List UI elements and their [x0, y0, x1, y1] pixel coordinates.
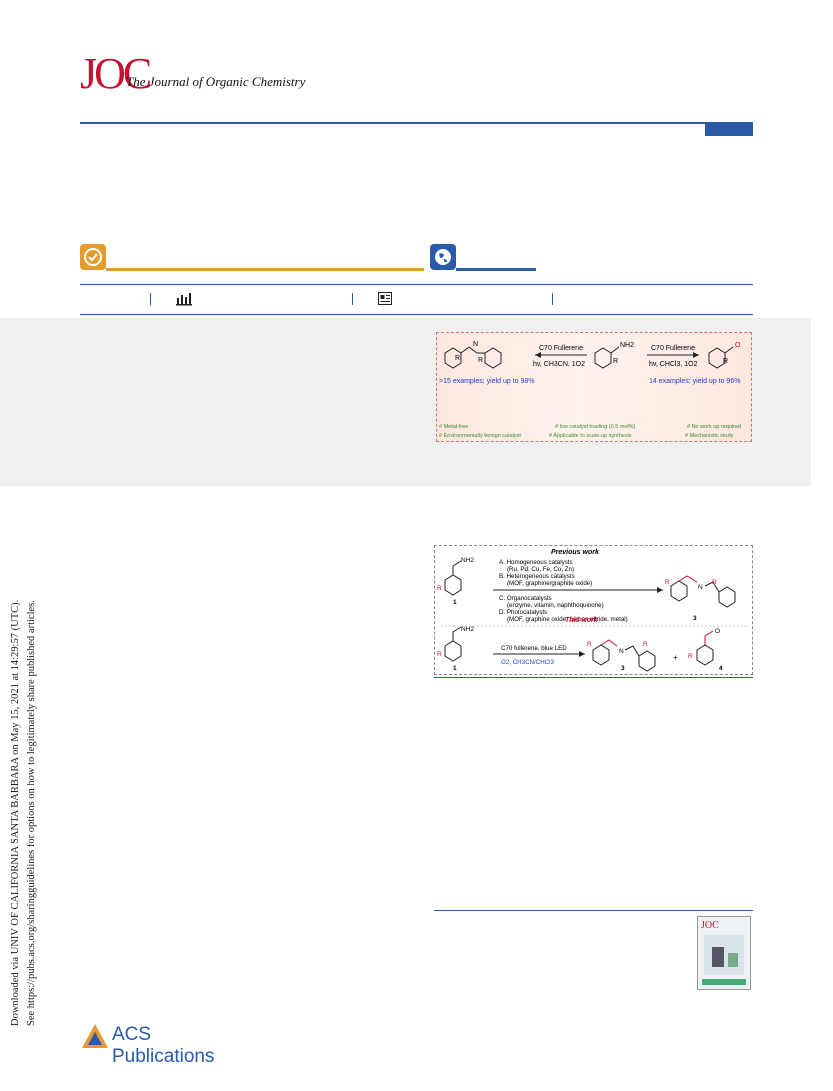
- compound-3-label: 3: [693, 615, 697, 622]
- catalyst-c-detail: (enzyme, vitamin, naphthoquinone): [507, 602, 604, 609]
- download-line-1: Downloaded via UNIV OF CALIFORNIA SANTA …: [10, 600, 21, 1026]
- feature-1: # Metal-free: [439, 424, 468, 430]
- this-reagent: C70 fullerene, blue LED: [501, 645, 567, 652]
- publisher-name: ACS Publications: [112, 1024, 215, 1067]
- feature-2: # low catalyst loading (0.5 mol%): [555, 424, 636, 430]
- catalyst-b: B. Heterogeneous catalysts: [499, 573, 575, 580]
- journal-logo[interactable]: JOC The Journal of Organic Chemistry: [80, 49, 340, 100]
- imine-structure: [444, 346, 502, 369]
- amine-structure: [594, 346, 620, 369]
- r-label: R: [478, 357, 483, 364]
- license-rule: [456, 268, 536, 271]
- metrics-bar-top: [80, 284, 753, 285]
- open-access-check-icon[interactable]: [80, 244, 106, 270]
- feature-3: # No work up required: [687, 424, 741, 430]
- r-label: R: [613, 358, 618, 365]
- catalyst-d-detail: (MOF, graphine oxide, carbon nitride, me…: [507, 616, 628, 623]
- imine-3-structure-bottom: [592, 639, 656, 672]
- journal-name: The Journal of Organic Chemistry: [126, 74, 306, 89]
- r-label: R: [643, 641, 648, 648]
- feature-6: # Mechanistic study: [685, 433, 734, 439]
- nh2-label: NH2: [461, 557, 474, 564]
- download-note: Downloaded via UNIV OF CALIFORNIA SANTA …: [4, 326, 50, 1026]
- metrics-bar-bottom: [80, 314, 753, 315]
- amine-nh2-label: NH2: [620, 342, 634, 349]
- feature-5: # Applicable to scale-up synthesis: [549, 433, 632, 439]
- catalyst-a-detail: (Ru, Pd, Cu, Fe, Co, Zn): [507, 566, 574, 573]
- r-label: R: [665, 579, 670, 586]
- cover-abbrev: JOC: [701, 920, 719, 931]
- o-label: O: [715, 628, 720, 635]
- this-work-title: This work: [565, 617, 599, 624]
- imine-n-label: N: [473, 341, 478, 348]
- header-rule: [80, 122, 753, 124]
- r-label: R: [723, 358, 728, 365]
- r-label: R: [437, 651, 442, 658]
- journal-cover-thumbnail[interactable]: JOC: [697, 916, 751, 990]
- previous-work-title: Previous work: [551, 549, 600, 556]
- metrics-separator: [552, 293, 553, 305]
- download-line-2: See https://pubs.acs.org/sharingguidelin…: [26, 600, 37, 1026]
- n-label: N: [698, 584, 703, 591]
- right-reagent: C70 Fullerene: [651, 345, 695, 352]
- amine-1-structure: [444, 560, 462, 596]
- metrics-separator: [352, 293, 353, 305]
- r-label: R: [688, 653, 693, 660]
- nh2-label: NH2: [461, 626, 474, 633]
- plus-sign: +: [673, 653, 678, 662]
- imine-3-structure: [670, 575, 736, 608]
- r-label: R: [437, 585, 442, 592]
- globe-icon[interactable]: [430, 244, 456, 270]
- aldehyde-o-label: O: [735, 342, 741, 349]
- right-conditions: hv, CHCl3, 1O2: [649, 361, 698, 368]
- journal-abbrev: JOC: [80, 49, 152, 98]
- catalyst-b-detail: (MOF, graphine/graphite oxide): [507, 580, 592, 587]
- r-label: R: [587, 641, 592, 648]
- aldehyde-structure: [708, 346, 734, 369]
- n-label: N: [619, 648, 624, 655]
- catalyst-d: D. Photocatalysts: [499, 609, 547, 616]
- scheme-rule: [434, 677, 753, 678]
- catalyst-c: C. Organocatalysts: [499, 595, 552, 602]
- right-scope: 14 examples; yield up to 96%: [649, 378, 740, 385]
- article-type-tab: [705, 122, 753, 136]
- toc-graphic: N R R C70 Fullerene hv, CH3CN, 1O2 NH2 R…: [436, 332, 752, 442]
- footnote-rule: [434, 910, 753, 911]
- compound-3-label: 3: [621, 665, 625, 672]
- amine-1-structure-bottom: [444, 626, 462, 662]
- catalyst-a: A. Homogeneous catalysts: [499, 559, 573, 566]
- open-access-rule: [106, 268, 424, 271]
- left-scope: >15 examples; yield up to 98%: [439, 378, 535, 385]
- left-reagent: C70 Fullerene: [539, 345, 583, 352]
- feature-4: # Environmentally benign catalyst: [439, 433, 521, 439]
- r-label: R: [455, 355, 460, 362]
- scheme-figure: Previous work NH2 R 1 A. Homogeneous cat…: [434, 545, 753, 675]
- metrics-chart-icon[interactable]: [176, 292, 216, 308]
- this-conditions: O2, CH3CN/CHCl3: [501, 659, 555, 666]
- acs-triangle-icon: [82, 1024, 108, 1048]
- article-recommendations-icon[interactable]: [378, 292, 398, 308]
- compound-1-label: 1: [453, 665, 457, 672]
- compound-4-label: 4: [719, 665, 723, 672]
- r-label: R: [712, 579, 717, 586]
- aldehyde-4-structure: [696, 630, 714, 666]
- left-conditions: hv, CH3CN, 1O2: [533, 361, 585, 368]
- acs-publications-logo[interactable]: ACS Publications: [80, 1020, 240, 1067]
- metrics-separator: [150, 293, 151, 305]
- compound-1-label: 1: [453, 599, 457, 606]
